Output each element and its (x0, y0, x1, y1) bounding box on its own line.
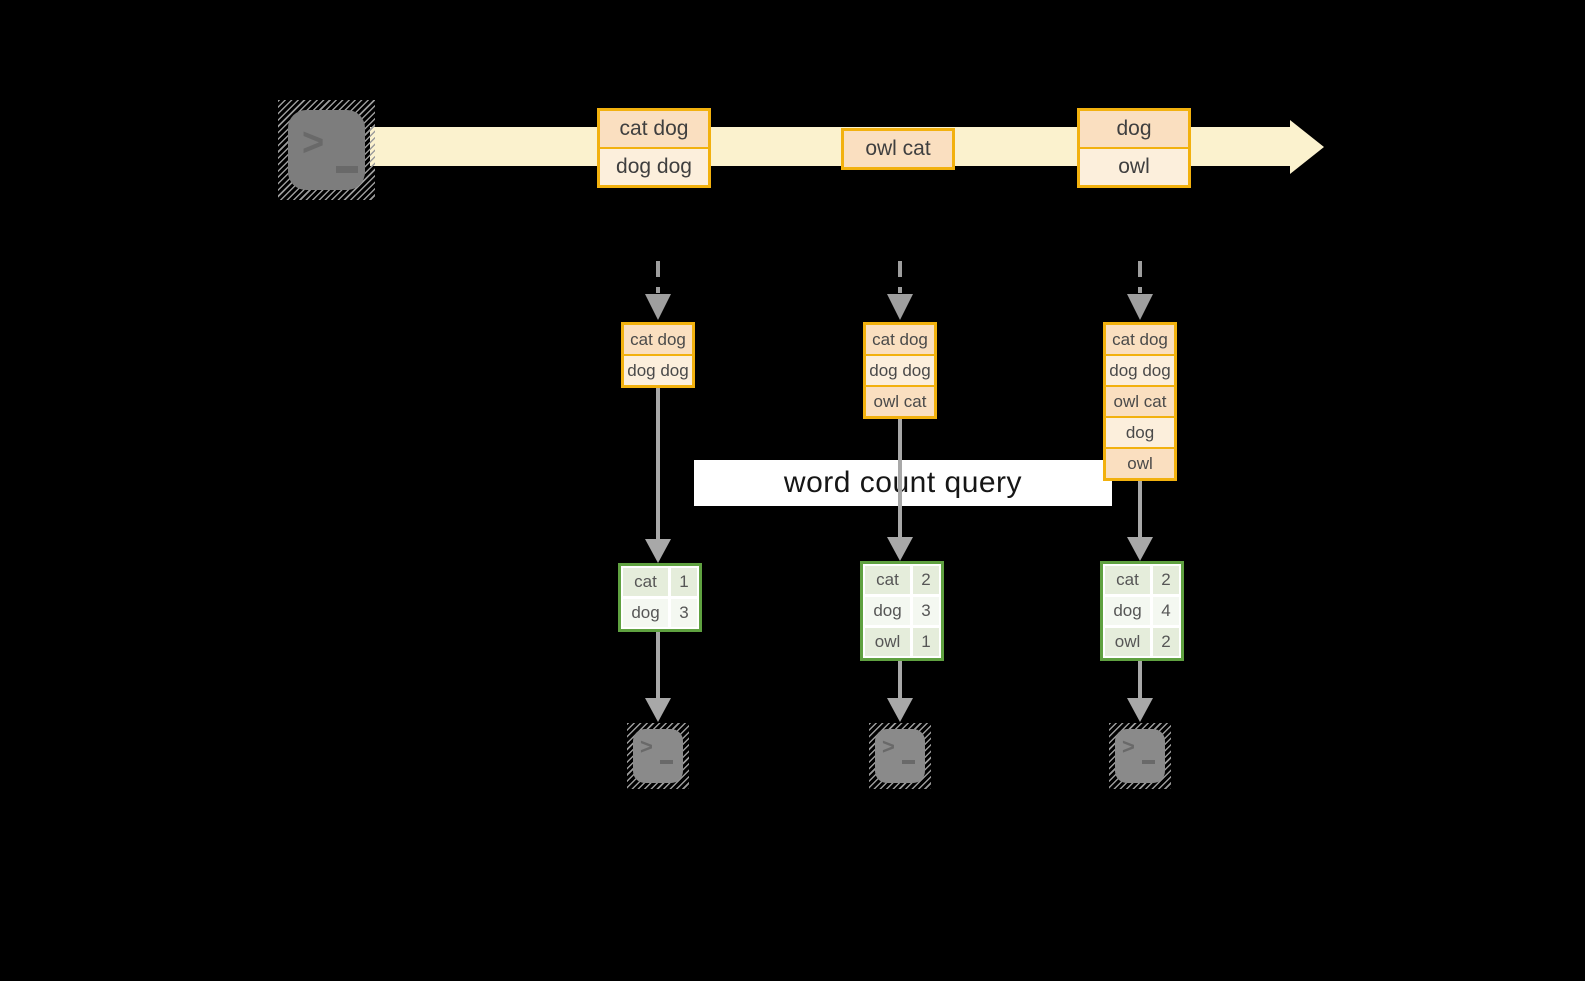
word-cell: dog (1105, 597, 1150, 625)
terminal-prompt-underscore-icon (902, 760, 915, 764)
table-row: cat 2 (1105, 566, 1179, 594)
arrow-line (656, 626, 660, 698)
word-cell: dog (623, 599, 668, 627)
word-count-table-1: cat 1 dog 3 (618, 563, 702, 632)
arrow-head (1127, 537, 1153, 561)
terminal-prompt-underscore-icon (336, 166, 358, 173)
sink-terminal-icon-2: > (869, 723, 931, 789)
word-count-table-2: cat 2 dog 3 owl 1 (860, 561, 944, 661)
terminal-prompt-chevron-icon: > (302, 120, 325, 166)
word-cell: cat (865, 566, 910, 594)
dashed-arrow-head-1 (645, 294, 671, 320)
stream-source-terminal-icon: > (278, 100, 375, 200)
table-row: cat 1 (623, 568, 697, 596)
terminal-prompt-chevron-icon: > (640, 734, 653, 759)
count-cell: 3 (913, 597, 939, 625)
count-cell: 1 (913, 628, 939, 656)
word-count-table-3: cat 2 dog 4 owl 2 (1100, 561, 1184, 661)
word-cell: owl (1105, 628, 1150, 656)
arrow-head (645, 539, 671, 563)
terminal-prompt-chevron-icon: > (882, 734, 895, 759)
arrow-head (887, 698, 913, 722)
dashed-arrow-head-3 (1127, 294, 1153, 320)
stream-batch-2: owl cat (841, 128, 955, 170)
micro-batch-record: cat dog (1106, 325, 1174, 354)
micro-batch-record: owl cat (1106, 385, 1174, 416)
table-row: cat 2 (865, 566, 939, 594)
table-row: dog 3 (865, 597, 939, 625)
query-label: word count query (783, 466, 1023, 499)
stream-record: owl cat (844, 131, 952, 167)
arrow-line (898, 416, 902, 537)
word-cell: cat (1105, 566, 1150, 594)
micro-batch-record: cat dog (866, 325, 934, 354)
stream-record: owl (1080, 147, 1188, 185)
stream-timeline-arrow-head (1290, 120, 1324, 174)
micro-batch-record: dog (1106, 416, 1174, 447)
micro-batch-record: dog dog (1106, 354, 1174, 385)
dashed-arrow-head-2 (887, 294, 913, 320)
micro-batch-record: owl (1106, 447, 1174, 478)
query-band: word count query (694, 460, 1112, 506)
dashed-arrow-line-3 (1138, 261, 1142, 293)
arrow-head (1127, 698, 1153, 722)
table-row: dog 3 (623, 599, 697, 627)
terminal-prompt-underscore-icon (660, 760, 673, 764)
micro-batch-record: dog dog (624, 354, 692, 385)
count-cell: 2 (913, 566, 939, 594)
table-row: dog 4 (1105, 597, 1179, 625)
micro-batch-record: cat dog (624, 325, 692, 354)
micro-batch-record: owl cat (866, 385, 934, 416)
table-row: owl 1 (865, 628, 939, 656)
stream-record: dog (1080, 111, 1188, 147)
terminal-icon: > (875, 729, 925, 783)
stream-record: dog dog (600, 147, 708, 185)
micro-batch-record: dog dog (866, 354, 934, 385)
count-cell: 2 (1153, 566, 1179, 594)
terminal-icon: > (633, 729, 683, 783)
count-cell: 1 (671, 568, 697, 596)
count-cell: 3 (671, 599, 697, 627)
arrow-line (656, 386, 660, 539)
table-row: owl 2 (1105, 628, 1179, 656)
dashed-arrow-line-1 (656, 261, 660, 293)
stream-record: cat dog (600, 111, 708, 147)
word-cell: cat (623, 568, 668, 596)
arrow-line (898, 655, 902, 698)
word-cell: dog (865, 597, 910, 625)
sink-terminal-icon-3: > (1109, 723, 1171, 789)
arrow-line (1138, 655, 1142, 698)
terminal-prompt-chevron-icon: > (1122, 734, 1135, 759)
count-cell: 4 (1153, 597, 1179, 625)
terminal-prompt-underscore-icon (1142, 760, 1155, 764)
arrow-head (887, 537, 913, 561)
arrow-head (645, 698, 671, 722)
word-cell: owl (865, 628, 910, 656)
terminal-icon: > (288, 110, 365, 190)
sink-terminal-icon-1: > (627, 723, 689, 789)
dashed-arrow-line-2 (898, 261, 902, 293)
terminal-icon: > (1115, 729, 1165, 783)
arrow-line (1138, 478, 1142, 537)
count-cell: 2 (1153, 628, 1179, 656)
